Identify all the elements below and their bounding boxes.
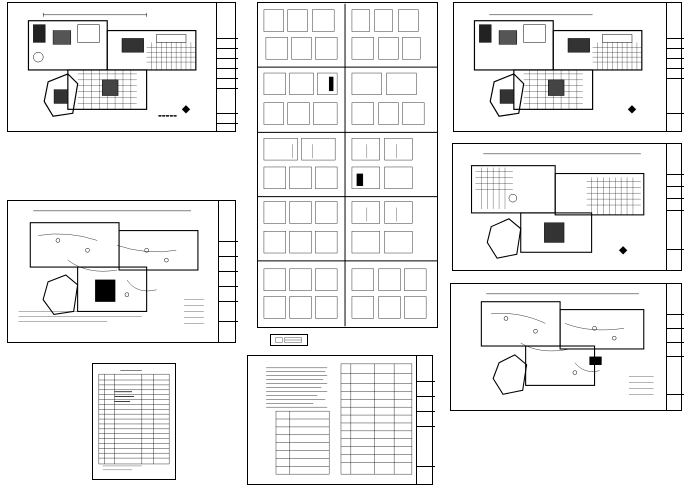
legend-table <box>266 363 413 475</box>
title-block <box>416 356 435 484</box>
detail-key-drawing <box>275 337 302 343</box>
title-block <box>666 144 684 270</box>
furniture-plan-sheet-2 <box>453 2 684 132</box>
elevation-sheets-block <box>257 2 438 328</box>
electrical-plan-sheet-1 <box>7 200 238 343</box>
title-block <box>666 284 684 410</box>
furniture-plan-sheet-1: ▬▬▬▬▬ <box>7 2 238 132</box>
title-block <box>216 3 238 131</box>
schedule-table <box>98 369 170 470</box>
floor-finish-plan-sheet <box>452 143 684 271</box>
furniture-plan-drawing <box>473 14 643 117</box>
title-block <box>218 201 238 342</box>
electrical-plan-sheet-2 <box>450 283 684 411</box>
detail-key <box>270 334 308 346</box>
electrical-plan-drawing <box>18 210 204 324</box>
legend-notes-sheet <box>247 355 435 485</box>
electrical-plan-drawing <box>480 293 654 395</box>
furniture-plan-drawing <box>27 12 197 117</box>
elevation-drawings <box>258 3 437 327</box>
floor-finish-drawing <box>470 153 645 259</box>
sheet-caption: ▬▬▬▬▬ <box>158 113 177 118</box>
material-schedule-sheet <box>92 363 176 480</box>
title-block <box>666 3 684 131</box>
